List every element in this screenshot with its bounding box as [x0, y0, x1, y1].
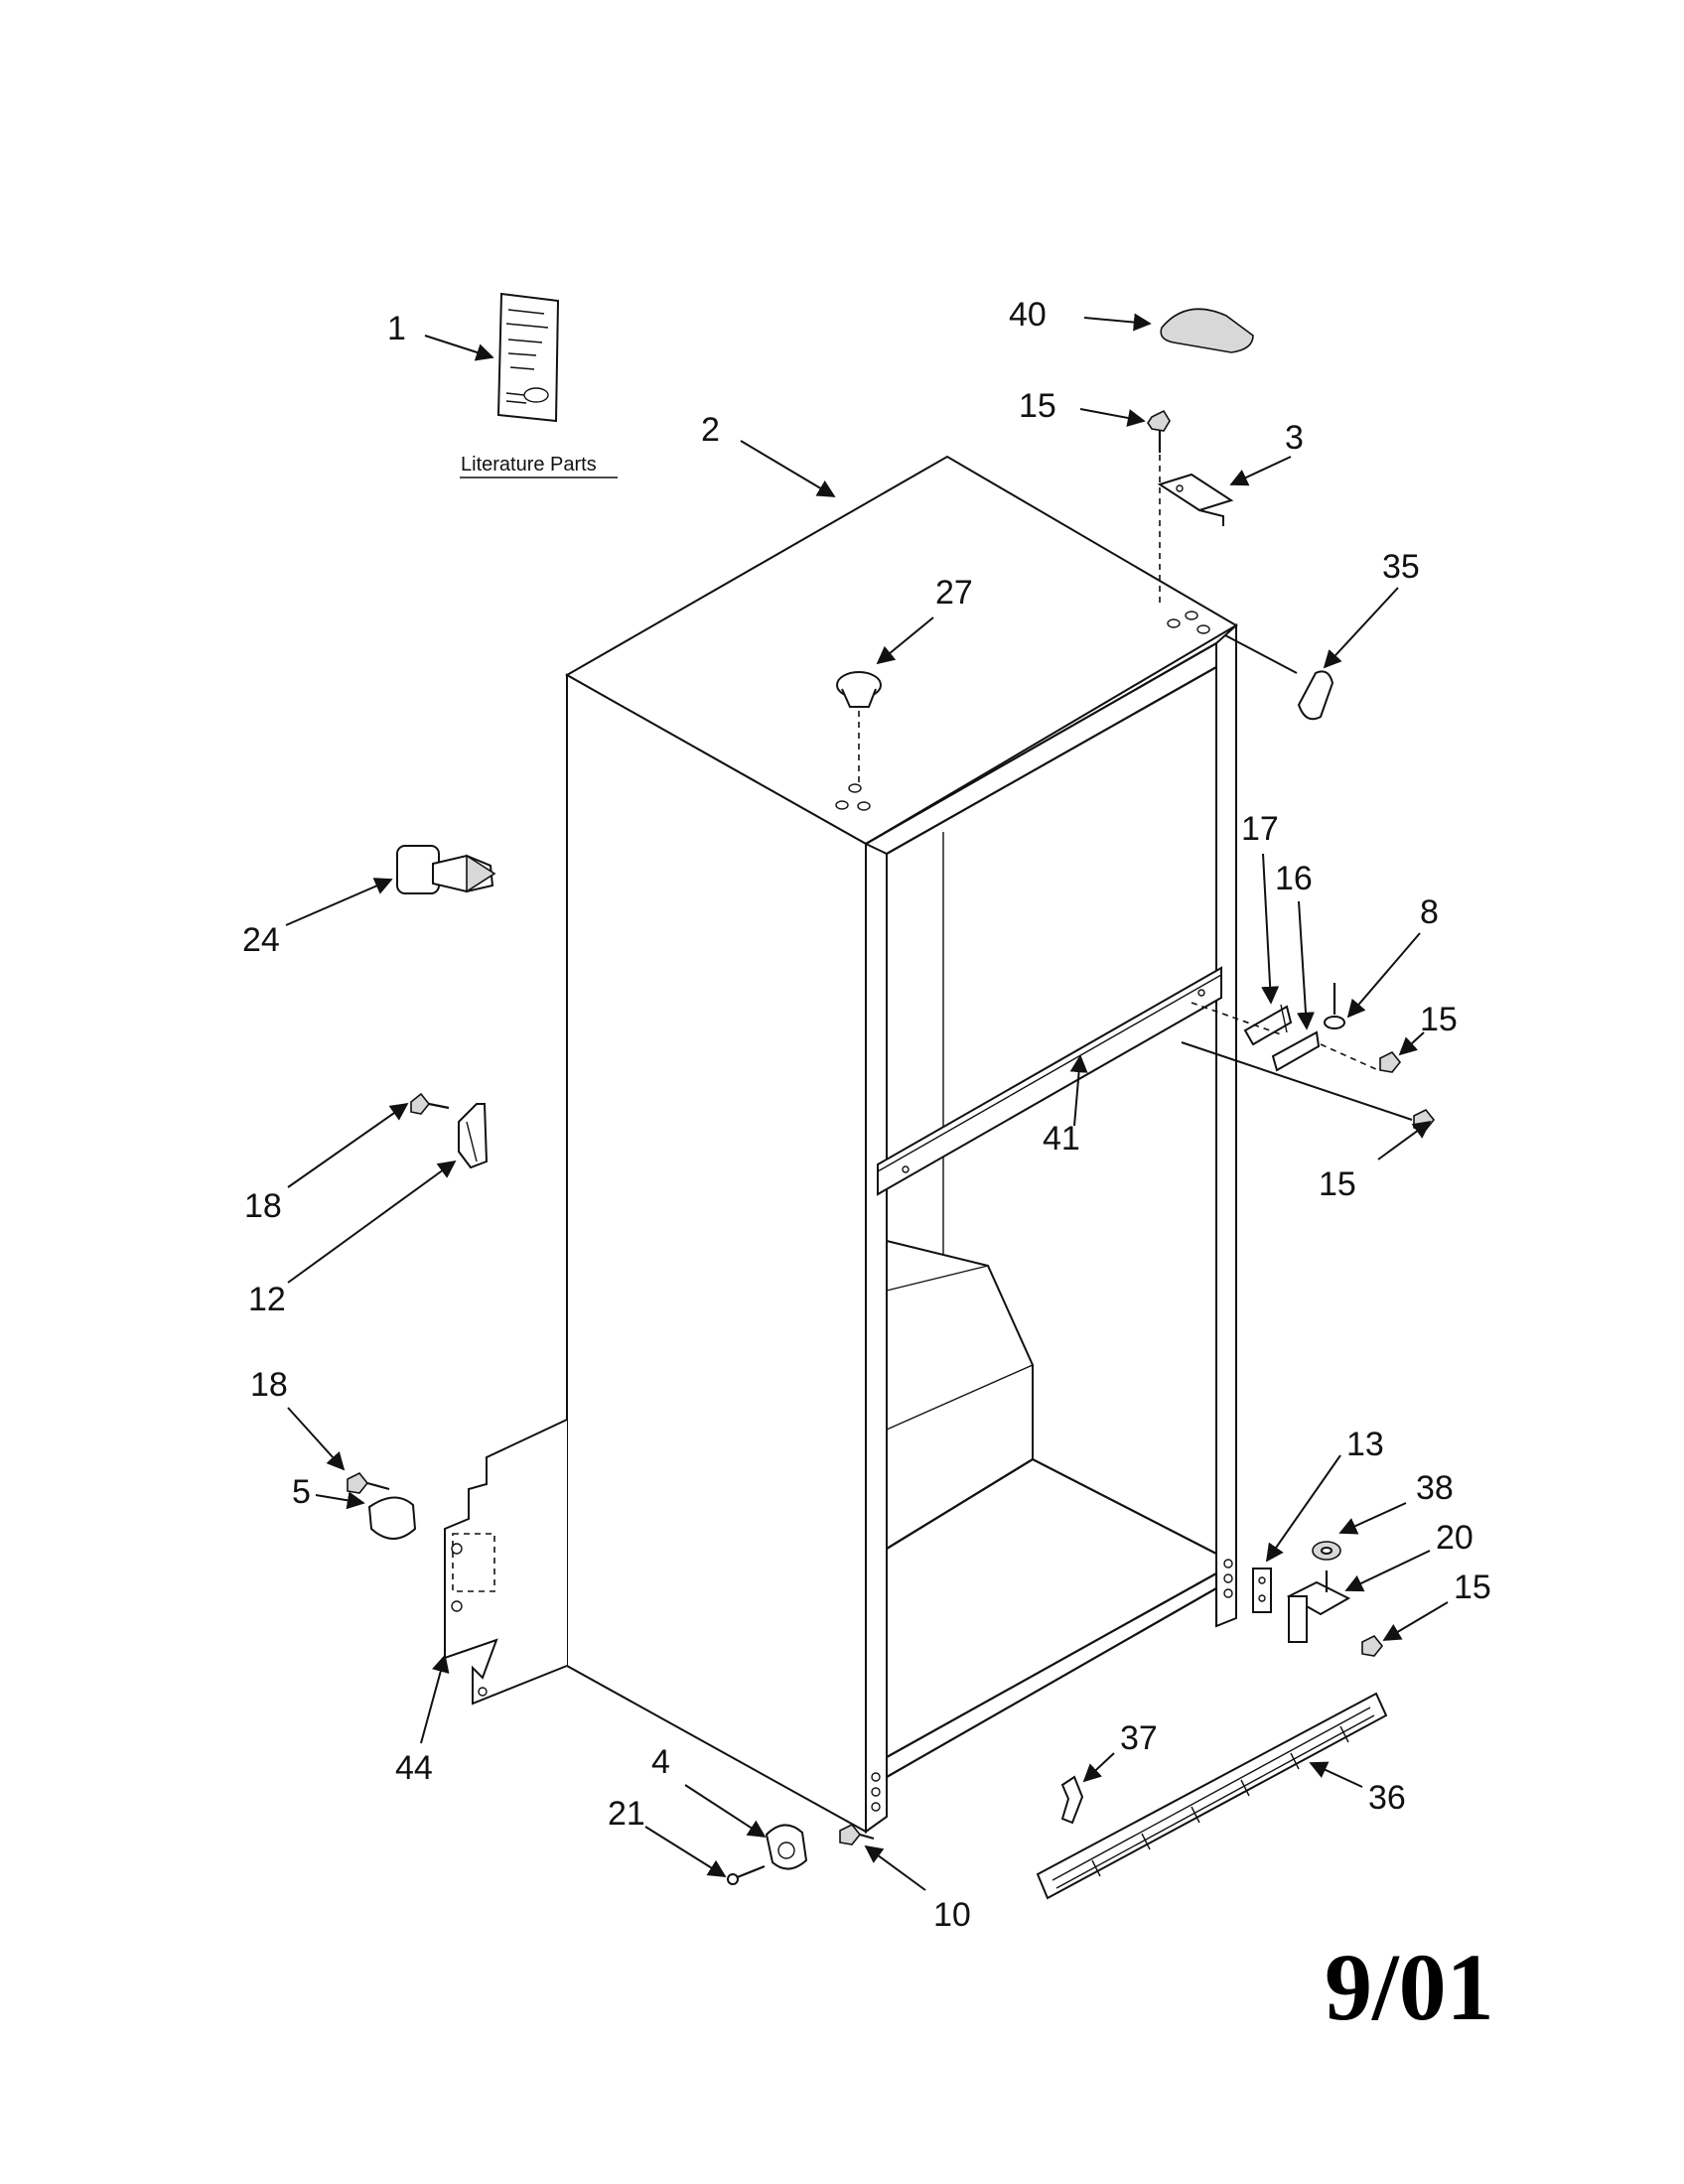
callout-5: 5 — [292, 1473, 311, 1511]
roller-pin — [727, 1864, 766, 1885]
callout-8: 8 — [1420, 893, 1439, 931]
callout-2: 2 — [701, 411, 720, 449]
callout-15-mid: 15 — [1420, 1001, 1458, 1038]
callout-35: 35 — [1382, 548, 1420, 586]
leader-lines — [285, 313, 1449, 1891]
bottom-hinge — [1286, 1570, 1351, 1643]
callout-15-bottom: 15 — [1454, 1569, 1491, 1606]
callout-18-lower: 18 — [250, 1366, 288, 1404]
callout-15-low: 15 — [1319, 1165, 1356, 1203]
leveling-leg — [396, 845, 496, 894]
callout-1: 1 — [387, 310, 406, 347]
callout-labels: 1 2 40 15 3 35 27 24 17 16 8 15 41 15 18… — [242, 296, 1491, 1934]
callout-17: 17 — [1241, 810, 1279, 848]
roller-screw — [839, 1823, 875, 1845]
hinge-washer — [1312, 1541, 1341, 1561]
callout-40: 40 — [1009, 296, 1047, 334]
callout-3: 3 — [1285, 419, 1304, 457]
callout-36: 36 — [1368, 1779, 1406, 1817]
callout-20: 20 — [1436, 1519, 1474, 1557]
plug-button — [836, 671, 882, 784]
callout-38: 38 — [1416, 1469, 1454, 1507]
toe-grille — [1036, 1692, 1388, 1900]
callout-13: 13 — [1346, 1426, 1384, 1463]
divider-rail — [877, 966, 1222, 1196]
callout-16: 16 — [1275, 860, 1313, 897]
callout-27: 27 — [935, 574, 973, 612]
callout-37: 37 — [1120, 1719, 1158, 1757]
top-hinge — [1157, 473, 1234, 526]
callout-18-upper: 18 — [244, 1187, 282, 1225]
rear-bracket-panel — [444, 1419, 568, 1706]
bottom-hinge-shim — [1252, 1568, 1272, 1613]
callout-4: 4 — [651, 1743, 670, 1781]
tubing-clamp — [367, 1496, 417, 1540]
clamp-screw — [347, 1471, 390, 1494]
callout-44: 44 — [395, 1749, 433, 1787]
hinge-cover-cap — [1160, 308, 1254, 353]
callout-12: 12 — [248, 1281, 286, 1318]
top-hinge-screw — [1147, 409, 1171, 608]
callout-10: 10 — [933, 1896, 971, 1934]
side-bracket — [458, 1103, 489, 1169]
literature-booklet — [496, 292, 560, 423]
callout-21: 21 — [608, 1795, 645, 1833]
roller-bracket — [765, 1824, 808, 1870]
bottom-hinge-screw — [1361, 1634, 1384, 1657]
callout-41: 41 — [1043, 1120, 1080, 1158]
cabinet — [564, 455, 1238, 1834]
side-screw — [410, 1092, 450, 1115]
callout-15-top: 15 — [1019, 387, 1056, 425]
literature-parts-label: Literature Parts — [461, 454, 597, 476]
revision-date: 9/01 — [1325, 1934, 1494, 2040]
trim-clip — [1224, 634, 1334, 721]
callout-24: 24 — [242, 921, 280, 959]
grille-clip — [1060, 1775, 1084, 1825]
